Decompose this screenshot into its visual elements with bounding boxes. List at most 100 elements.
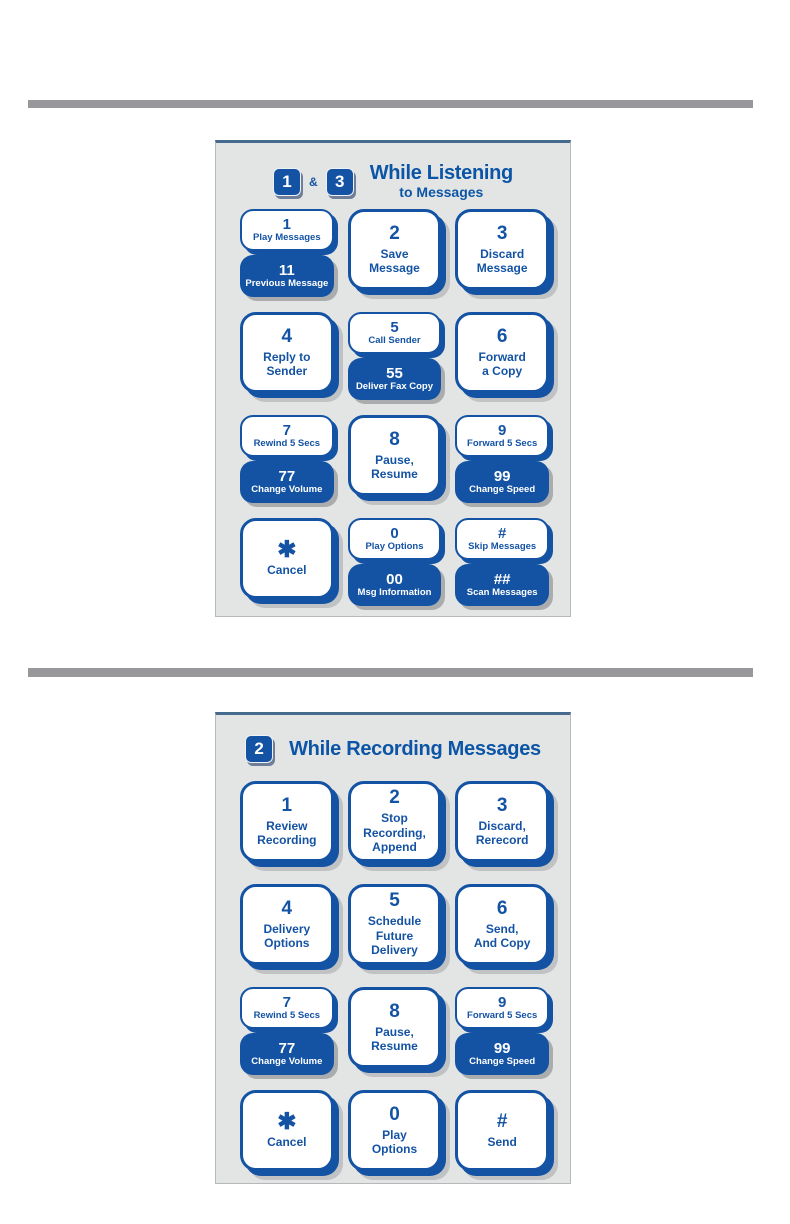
button-label: Scan Messages <box>466 586 538 598</box>
button-label: Save Message <box>369 246 420 275</box>
button-scan-messages: ##Scan Messages <box>455 564 549 606</box>
button-skip-messages: #Skip Messages <box>455 518 549 560</box>
button-label: Change Speed <box>469 483 536 495</box>
button-label: Skip Messages <box>468 540 537 552</box>
button-label: Call Sender <box>368 334 421 346</box>
button-label: Pause, Resume <box>371 1024 418 1053</box>
button-key: 8 <box>389 428 400 450</box>
button-label: Discard Message <box>476 246 528 275</box>
button-key: 77 <box>278 1039 296 1057</box>
button-label: Cancel <box>267 1135 307 1150</box>
button-label: Review Recording <box>257 818 317 847</box>
button-key: ✱ <box>277 536 297 563</box>
panel-header: 1&3 While Listening to Messages <box>216 143 570 200</box>
button-key: 1 <box>282 215 291 233</box>
button-label: Send, And Copy <box>473 921 531 950</box>
key-badge-3: 3 <box>325 167 354 196</box>
button-key: 4 <box>281 325 293 347</box>
key-badge-1: 1 <box>273 167 302 196</box>
button-key: 7 <box>282 421 291 439</box>
button-key: 3 <box>496 222 508 244</box>
panel-title: While Listening <box>369 162 514 184</box>
button-key: 0 <box>390 524 399 542</box>
button-label: Play Messages <box>253 231 321 243</box>
keypad-cell: #Skip Messages##Scan Messages <box>455 518 549 606</box>
button-label: Forward 5 Secs <box>467 1009 538 1021</box>
button-label: Discard, Rerecord <box>475 818 529 847</box>
button-label: Send <box>487 1134 517 1149</box>
button-key: 5 <box>389 890 400 912</box>
keypad-cell: ✱Cancel <box>240 1090 334 1178</box>
button-key: 0 <box>389 1103 400 1125</box>
button-key: 77 <box>278 467 296 485</box>
button-key: 9 <box>497 421 507 439</box>
button-key: 3 <box>496 794 508 816</box>
button-key: 6 <box>496 897 508 919</box>
panel-title: While Recording Messages <box>289 737 541 760</box>
button-label: Cancel <box>267 563 307 578</box>
button-key: 99 <box>493 467 511 485</box>
button-key: # <box>496 1110 508 1132</box>
button-key: 55 <box>386 364 403 382</box>
button-label: Delivery Options <box>263 921 311 950</box>
panel-header: 2 While Recording Messages <box>216 715 570 763</box>
button-label: Forward a Copy <box>478 349 526 378</box>
button-label: Rewind 5 Secs <box>253 437 321 449</box>
button-key: 1 <box>281 794 293 816</box>
button-send: # Send <box>455 1090 549 1171</box>
keypad-cell: # Send <box>455 1090 549 1178</box>
button-label: Change Volume <box>251 483 323 495</box>
button-key: ## <box>493 570 511 588</box>
button-label: Previous Message <box>245 277 329 289</box>
button-label: Reply to Sender <box>263 349 311 378</box>
panel-title-wrap: While Listening to Messages <box>369 162 514 201</box>
button-label: Msg Information <box>357 586 432 598</box>
button-label: Forward 5 Secs <box>467 437 538 449</box>
key-badge-2: 2 <box>245 735 274 763</box>
button-key: 2 <box>389 222 400 244</box>
panel-title-wrap: While Recording Messages <box>289 737 541 760</box>
badge-row: 1&3 <box>273 167 354 196</box>
button-cancel: ✱Cancel <box>240 518 334 599</box>
button-key: # <box>497 524 507 542</box>
button-key: 5 <box>390 318 399 336</box>
button-label: Schedule Future Delivery <box>367 914 422 958</box>
top-separator-bar <box>28 100 753 108</box>
